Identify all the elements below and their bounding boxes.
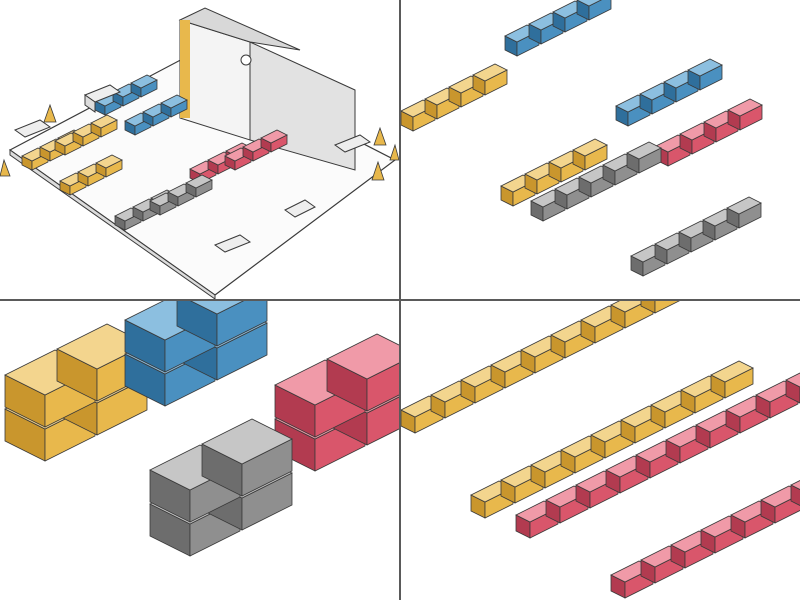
container-roof: [326, 333, 399, 380]
container-roof: [727, 98, 763, 117]
container-roof: [160, 94, 188, 109]
container-roof: [201, 418, 293, 465]
container-roof: [626, 141, 662, 160]
panel-container-rings: [401, 0, 800, 299]
container-rings-drawing: [401, 0, 763, 277]
container-rows-drawing: [401, 301, 800, 599]
small-huts: [13, 84, 372, 253]
camp-overview-drawing: [0, 7, 399, 299]
container-side: [588, 0, 612, 21]
container-roof: [726, 196, 762, 215]
container-roof: [130, 74, 158, 89]
container-roof: [785, 372, 800, 388]
container-roof: [710, 360, 754, 383]
panel-container-rows: [401, 301, 800, 600]
tree-icons: [0, 103, 399, 181]
clock-icon: [240, 54, 252, 66]
horizontal-divider: [0, 299, 800, 301]
panel-stacked-container-blocks: [0, 301, 399, 600]
container-roof: [687, 58, 723, 77]
container-roof: [190, 301, 244, 315]
panel-camp-overview: [0, 0, 399, 299]
container-roof: [260, 129, 288, 144]
container-roof: [576, 0, 602, 7]
container-roof: [185, 174, 213, 189]
container-roof: [95, 154, 123, 169]
container-roof: [472, 63, 508, 82]
container-end: [640, 301, 656, 314]
container-end: [790, 484, 800, 506]
container-side: [654, 301, 680, 314]
container-roof: [610, 301, 648, 313]
container-end: [785, 379, 800, 404]
container-roof: [90, 114, 118, 129]
container-roof: [760, 485, 800, 508]
stacked-blocks-drawing: [4, 301, 399, 557]
container-side: [216, 301, 268, 347]
container-roof: [790, 480, 800, 490]
container-roof: [572, 138, 608, 157]
